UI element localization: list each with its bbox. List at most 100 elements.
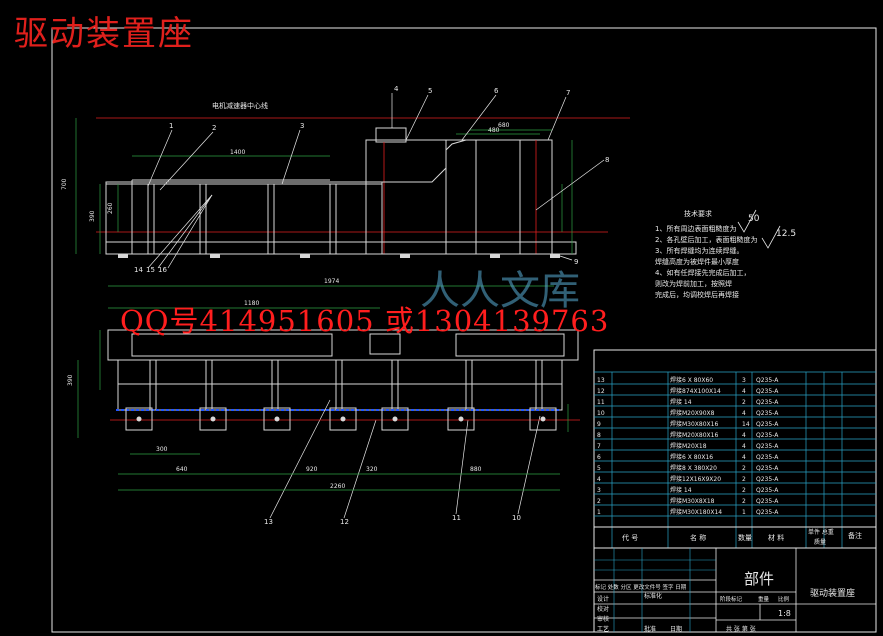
bom-header-name: 名 称: [690, 533, 706, 542]
bom-row-material: Q235-A: [756, 509, 779, 516]
plan-view: 1974 1180 300 640 920 320 880 2260 390: [67, 278, 580, 491]
bom-row-qty: 2: [742, 487, 746, 494]
tb-std: 标准化: [644, 592, 662, 600]
bom-row-no: 4: [597, 476, 601, 483]
bom-row-no: 9: [597, 421, 601, 428]
tech-line-5: 4、如有任焊接先完成后加工，: [655, 268, 750, 277]
bom-row-material: Q235-A: [756, 432, 779, 439]
tech-line-2: 2、各孔壁后加工，表面粗糙度为: [655, 235, 757, 244]
bom-row-no: 1: [597, 509, 601, 516]
roughness-symbol-icon: [737, 209, 781, 249]
dim-1974: 1974: [324, 278, 339, 285]
bom-row-spec: 焊接 14: [670, 398, 692, 406]
bom-row-no: 13: [597, 377, 605, 384]
balloon-7: 7: [566, 89, 570, 97]
dim-260: 260: [107, 202, 114, 214]
bom-row-material: Q235-A: [756, 465, 779, 472]
tb-weight: 重量: [758, 595, 770, 603]
dim-920: 920: [306, 466, 318, 473]
front-elevation: 电机减速器中心线: [61, 101, 630, 258]
tech-line-7: 完成后，均调校焊后再焊接: [655, 290, 739, 299]
bom-row-no: 2: [597, 498, 601, 505]
tb-ratio: 比例: [778, 595, 790, 603]
tech-requirements: 技术要求 1、所有周边表面粗糙度为 2、各孔壁后加工，表面粗糙度为 3、所有焊缝…: [655, 209, 796, 299]
bom-row-qty: 2: [742, 476, 746, 483]
bom-row-no: 3: [597, 487, 601, 494]
bom-row-no: 12: [597, 388, 605, 395]
bom-row-material: Q235-A: [756, 443, 779, 450]
bom-header-remark: 备注: [848, 531, 862, 540]
dim-680: 680: [498, 122, 510, 129]
balloon-8: 8: [605, 156, 609, 164]
bom-row-qty: 4: [742, 454, 746, 461]
part-type: 部件: [744, 570, 774, 588]
dim-700: 700: [61, 178, 68, 190]
roughness-12-5: 12.5: [776, 229, 796, 239]
bom-row-no: 5: [597, 465, 601, 472]
roughness-50: 50: [748, 214, 760, 224]
bom-row-spec: 焊接 14: [670, 486, 692, 494]
bom-row-no: 6: [597, 454, 601, 461]
tb-sheet: 共 张 第 张: [726, 625, 756, 633]
bom-row-qty: 3: [742, 377, 746, 384]
bom-row-material: Q235-A: [756, 410, 779, 417]
tb-design: 设计: [597, 595, 609, 603]
dim-390: 390: [89, 210, 96, 222]
bom-row-spec: 焊接M30X8X18: [670, 497, 715, 505]
tb-review: 审核: [597, 615, 609, 623]
bom-row-spec: 焊接874X100X14: [670, 387, 721, 395]
balloon-16: 16: [158, 266, 167, 274]
balloon-12: 12: [340, 518, 349, 526]
balloon-5: 5: [428, 87, 432, 95]
part-name: 驱动装置座: [810, 587, 855, 599]
tech-line-1: 1、所有周边表面粗糙度为: [655, 224, 736, 233]
bom-row-qty: 4: [742, 410, 746, 417]
bom-header-material: 材 料: [768, 533, 784, 542]
tech-line-4: 焊缝高度为被焊件最小厚度: [655, 257, 739, 266]
balloon-6: 6: [494, 87, 499, 95]
bom-row-no: 11: [597, 399, 605, 406]
bom-row-no: 8: [597, 432, 601, 439]
dim-880: 880: [470, 466, 482, 473]
bom-row-material: Q235-A: [756, 399, 779, 406]
bom-header-weight: 单件 总重: [808, 528, 834, 536]
balloon-15: 15: [146, 266, 155, 274]
bom-row-spec: 焊接6 X 80X60: [670, 376, 713, 384]
bom-row-material: Q235-A: [756, 476, 779, 483]
bom-header-code: 代 号: [622, 533, 638, 542]
bom-row-spec: 焊接8 X 380X20: [670, 464, 717, 472]
bom-row-spec: 焊接12X16X9X20: [670, 475, 721, 483]
bom-row-qty: 1: [742, 509, 746, 516]
bom-row-no: 10: [597, 410, 605, 417]
bom-row-qty: 2: [742, 465, 746, 472]
bom-row-material: Q235-A: [756, 498, 779, 505]
rev-row: 标记 处数 分区 更改文件号 签字 日期: [595, 583, 687, 591]
balloon-3: 3: [300, 122, 304, 130]
bom-row-spec: 焊接M30X80X16: [670, 420, 718, 428]
drawing-title: 驱动装置座: [14, 14, 194, 54]
balloon-9: 9: [574, 258, 578, 266]
balloon-10: 10: [512, 514, 521, 522]
bom-row-material: Q235-A: [756, 421, 779, 428]
tech-line-3: 3、所有焊缝均为连续焊缝。: [655, 246, 743, 255]
contact-overlay: QQ号414951605 或1304139763: [120, 304, 610, 338]
dim-390-plan: 390: [67, 374, 74, 386]
tb-date: 日期: [670, 625, 682, 633]
dim-300: 300: [156, 446, 168, 453]
bom-header-qty: 数量: [738, 533, 752, 542]
bom-row-spec: 焊接M20X80X16: [670, 431, 718, 439]
bom-row-material: Q235-A: [756, 487, 779, 494]
bom-row-material: Q235-A: [756, 377, 779, 384]
bom-row-qty: 4: [742, 443, 746, 450]
dim-640: 640: [176, 466, 188, 473]
bom-row-qty: 2: [742, 399, 746, 406]
dim-1180: 1180: [244, 300, 259, 307]
balloon-2: 2: [212, 124, 216, 132]
dim-2260: 2260: [330, 483, 345, 490]
tb-stage: 阶段标记: [720, 595, 743, 603]
balloon-4: 4: [394, 85, 399, 93]
dim-320: 320: [366, 466, 378, 473]
balloon-1: 1: [169, 122, 173, 130]
